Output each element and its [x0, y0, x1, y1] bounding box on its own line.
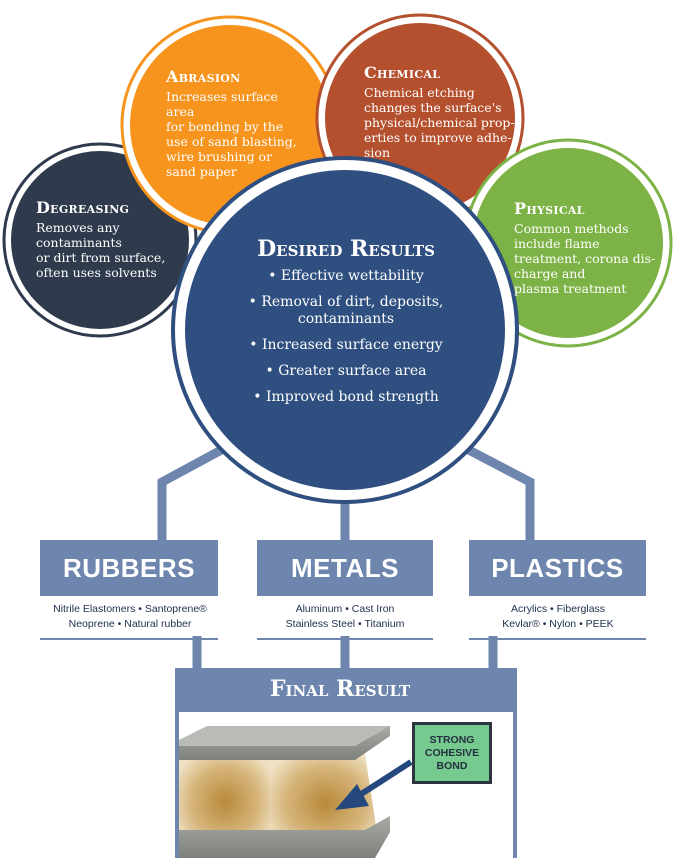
desired-results: Desired Results • Effective wettability …	[215, 236, 477, 415]
physical-text: Physical Common methods include flame tr…	[514, 199, 674, 296]
material-line: Neoprene • Natural rubber	[68, 618, 192, 630]
abrasion-text: Abrasion Increases surface area for bond…	[166, 67, 306, 179]
chemical-description: Chemical etching changes the surface's p…	[364, 85, 524, 160]
chemical-line: sion	[364, 145, 390, 160]
abrasion-line: wire brushing or	[166, 149, 273, 164]
desired-results-circle	[171, 156, 519, 504]
rubbers-box: RUBBERS	[40, 540, 218, 596]
top-plate	[179, 726, 390, 752]
degreasing-line: Removes any	[36, 220, 120, 235]
degreasing-text: Degreasing Removes any contaminants or d…	[36, 198, 176, 280]
abrasion-title: Abrasion	[166, 67, 241, 86]
physical-line: treatment, corona dis-	[514, 251, 656, 266]
physical-line: include flame	[514, 236, 600, 251]
chemical-line: Chemical etching	[364, 85, 475, 100]
physical-line: Common methods	[514, 221, 629, 236]
desired-result-item: • Effective wettability	[268, 268, 424, 284]
degreasing-line: contaminants	[36, 235, 122, 250]
abrasion-line: Increases surface area	[166, 89, 278, 119]
physical-line: plasma treatment	[514, 281, 627, 296]
abrasion-line: for bonding by the	[166, 119, 284, 134]
bond-line: BOND	[436, 759, 468, 772]
degreasing-line: or dirt from surface,	[36, 250, 166, 265]
physical-circle	[463, 138, 673, 348]
metals-materials: Aluminum • Cast Iron Stainless Steel • T…	[245, 602, 445, 632]
bottom-plate	[179, 816, 390, 858]
material-line: Aluminum • Cast Iron	[295, 603, 395, 615]
final-result-title: Final Result	[269, 676, 411, 702]
desired-result-item: • Increased surface energy	[249, 337, 443, 353]
rubbers-materials: Nitrile Elastomers • Santoprene® Neopren…	[30, 602, 230, 632]
material-line: Stainless Steel • Titanium	[285, 618, 405, 630]
degreasing-line: often uses solvents	[36, 265, 157, 280]
chemical-title: Chemical	[364, 63, 441, 82]
physical-description: Common methods include flame treatment, …	[514, 221, 674, 296]
degreasing-description: Removes any contaminants or dirt from su…	[36, 220, 176, 280]
desired-result-item: • Removal of dirt, deposits,	[248, 294, 444, 310]
desired-result-item: • Improved bond strength	[253, 389, 439, 405]
abrasion-line: sand paper	[166, 164, 237, 179]
adhesive-side	[179, 754, 271, 850]
bond-line: STRONG	[429, 733, 475, 746]
arrow-head	[335, 784, 369, 810]
desired-results-title: Desired Results	[257, 236, 435, 262]
abrasion-description: Increases surface area for bonding by th…	[166, 89, 306, 179]
top-plate-edge	[179, 726, 390, 760]
arrow-shaft	[353, 759, 413, 801]
desired-result-item: contaminants	[297, 311, 395, 327]
bond-illustration	[179, 712, 513, 858]
adhesive-front	[271, 754, 380, 852]
abrasion-line: use of sand blasting,	[166, 134, 297, 149]
chemical-line: changes the surface's	[364, 100, 502, 115]
degreasing-title: Degreasing	[36, 198, 130, 217]
rubbers-divider	[40, 638, 218, 640]
desired-result-item: • Greater surface area	[265, 363, 427, 379]
physical-title: Physical	[514, 199, 585, 218]
bond-line: COHESIVE	[424, 746, 480, 759]
material-line: Kevlar® • Nylon • PEEK	[502, 618, 614, 630]
strong-cohesive-bond-label: STRONG COHESIVE BOND	[412, 722, 492, 784]
chemical-line: erties to improve adhe-	[364, 130, 512, 145]
material-line: Nitrile Elastomers • Santoprene®	[53, 603, 207, 615]
metals-divider	[257, 638, 433, 640]
plastics-materials: Acrylics • Fiberglass Kevlar® • Nylon • …	[458, 602, 658, 632]
plastics-divider	[469, 638, 646, 640]
metals-box: METALS	[257, 540, 433, 596]
chemical-text: Chemical Chemical etching changes the su…	[364, 63, 524, 160]
material-line: Acrylics • Fiberglass	[510, 603, 606, 615]
plastics-box: PLASTICS	[469, 540, 646, 596]
chemical-line: physical/chemical prop-	[364, 115, 515, 130]
physical-line: charge and	[514, 266, 586, 281]
